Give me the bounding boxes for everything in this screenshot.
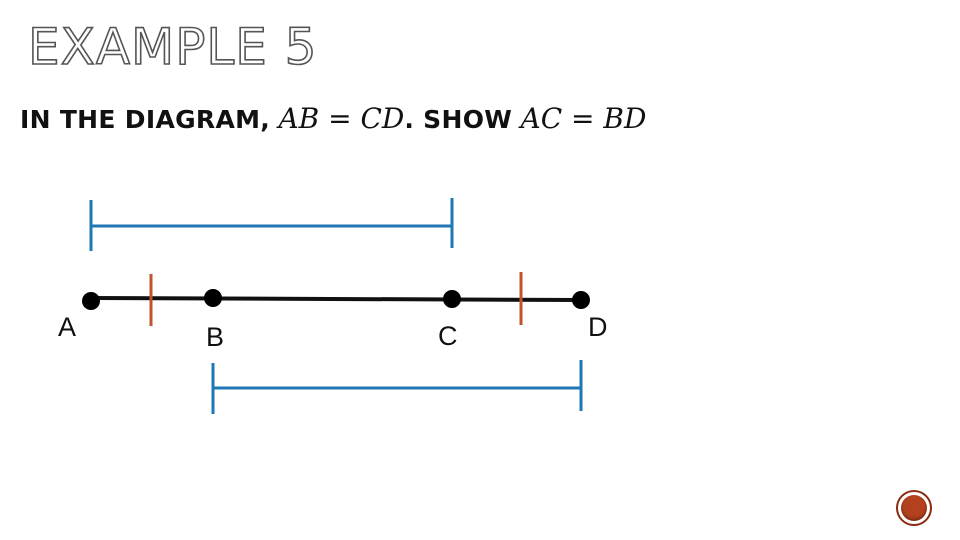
given-equation: AB = CD <box>278 102 405 135</box>
label-c: C <box>438 321 458 351</box>
prompt-lead: In the diagram, <box>20 105 271 134</box>
point-d <box>572 291 590 309</box>
label-b: B <box>206 322 225 352</box>
bracket-ac <box>89 198 454 251</box>
label-d: D <box>588 312 608 342</box>
segment-ad <box>90 296 582 302</box>
slide-title: EXAMPLE 5 <box>27 17 318 77</box>
bracket-bd <box>211 360 583 414</box>
point-a <box>82 292 100 310</box>
prompt-mid: . Show <box>404 105 513 134</box>
problem-statement: In the diagram, AB = CD. Show AC = BD <box>20 102 646 136</box>
point-c <box>443 290 461 308</box>
goal-equation: AC = BD <box>520 102 647 135</box>
slide-nav-button[interactable] <box>896 490 932 526</box>
circle-nav-icon <box>901 495 927 521</box>
point-b <box>204 289 222 307</box>
label-a: A <box>58 312 77 342</box>
